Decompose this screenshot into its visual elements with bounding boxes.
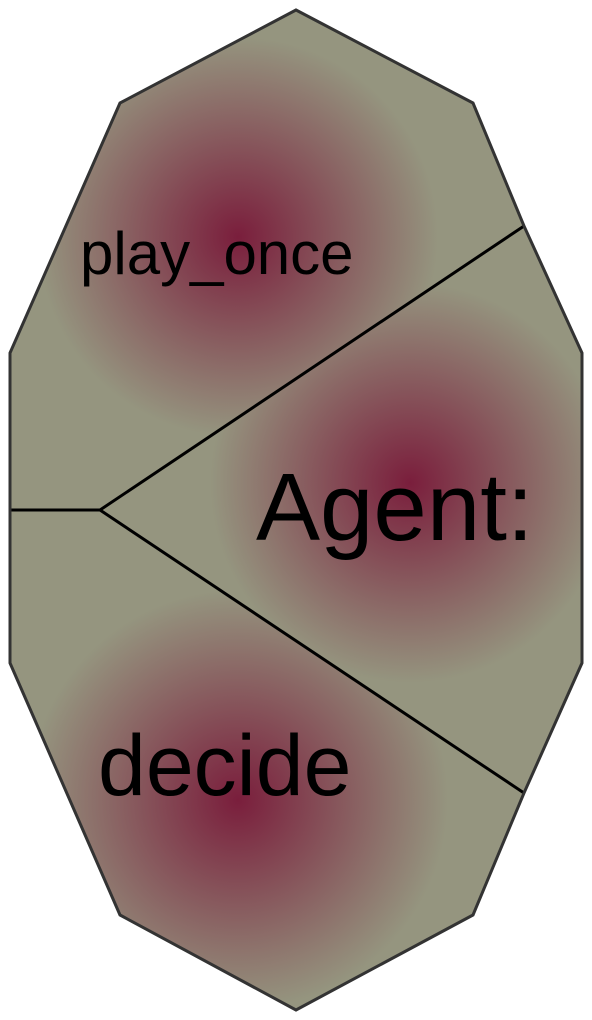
label-agent: Agent: <box>256 454 534 561</box>
label-decide: decide <box>98 718 351 814</box>
outer-outline <box>8 8 584 1012</box>
label-play-once: play_once <box>80 220 354 287</box>
region-dividers <box>10 224 525 795</box>
